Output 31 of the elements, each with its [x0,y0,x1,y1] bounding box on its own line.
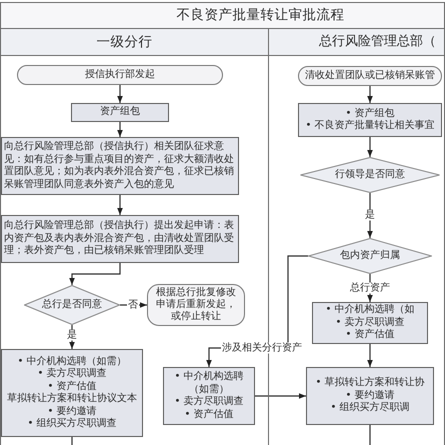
process-box: • 草拟转让方案和转让协 • 要约邀请 • 组织买方尽职调 [306,367,434,425]
arrow [367,86,373,103]
process-box: 资产组包 [71,103,169,122]
arrow [69,263,121,285]
edge-label: 是 [66,330,78,340]
decision-diamond: 包内资产归属 [308,238,432,274]
terminal-box: 清收处置团队或已核销呆账管 [298,66,442,86]
arrow [255,393,306,399]
arrow [367,344,373,367]
process-box: 向总行风险管理总部（授信执行）提出发起申请：表内资产包及表内表外混合资产包，由清收处置团队受理；表外资产包，由已核销呆账管理团队受理 [1,215,239,263]
lane-header: 总行风险管理总部（ [269,29,444,56]
arrow [117,195,123,215]
process-box: • 中介机构选聘（如 • 卖方尽职调查 • 资产估值 [312,302,428,344]
arrow [117,122,123,137]
edge-label: 否 [127,300,139,310]
diagram-title: 不良资产批量转让审批流程 [0,2,445,28]
arrow [117,85,123,103]
process-box: • 中介机构选聘（如需） • 卖方尽职调查 • 资产估值 [163,367,255,425]
lane-header: 一级分行 [1,29,268,56]
edge-label: 涉及相关分行资产 [221,342,303,354]
edge-label: 是 [364,210,376,220]
terminal-box: 授信执行部发起 [17,65,223,85]
process-box: • 资产组包 • 不良资产批量转让相关事宜 [298,103,442,137]
arrow [367,137,373,157]
process-box: • 中介机构选聘（如需） • 卖方尽职调查 • 资产估值 草拟转让方案和转让协议文本 • 要约邀请 • 组织买方尽职调查 [1,349,143,437]
decision-diamond: 总行是否同意 [24,285,120,325]
edge-label: 总行资产 [349,282,391,294]
connector-line [369,425,371,445]
process-box: 向总行风险管理总部（授信执行）相关团队征求意见：如有总行参与重点项目的资产，征求大额清收处置团队意见；如为表内表外混合资产包，征求已核销呆账管理团队同意表外资产入包的意见 [1,137,239,195]
rounded-box: 根据总行批复修改申请后重新发起，或停止转让 [147,284,245,326]
decision-diamond: 行领导是否同意 [300,157,440,193]
